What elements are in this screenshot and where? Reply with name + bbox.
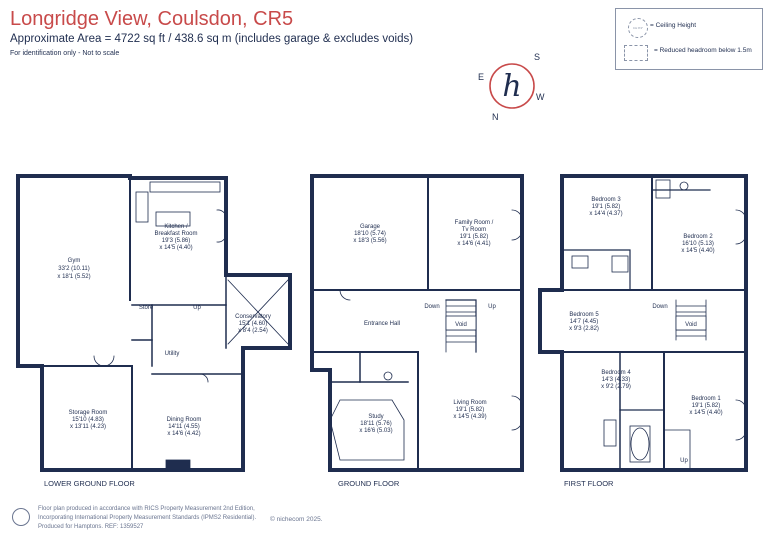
floor-label-lower: LOWER GROUND FLOOR xyxy=(44,479,135,488)
room-kitchen-dims2: x 14'5 (4.40) xyxy=(159,245,192,251)
room-study-dims: 18'11 (5.76) xyxy=(360,421,391,427)
stairs-down-ground: Down xyxy=(424,304,439,310)
room-dining-dims2: x 14'6 (4.42) xyxy=(167,431,200,437)
room-gym-name: Gym xyxy=(68,258,81,264)
first-floor-walls xyxy=(538,174,748,472)
room-living-dims: 19'1 (5.82) xyxy=(456,407,485,413)
room-bed4-name: Bedroom 4 xyxy=(601,370,631,376)
lower-ground-fixtures xyxy=(93,181,289,471)
compass-w: W xyxy=(536,92,545,102)
room-conservatory-name: Conservatory xyxy=(235,314,271,320)
room-bed1-name: Bedroom 1 xyxy=(691,396,721,402)
ground-floor-fixtures xyxy=(329,209,523,461)
legend-box: CH 8'4" = Ceiling Height = Reduced headr… xyxy=(615,8,763,70)
room-kitchen-name: Kitchen / xyxy=(164,224,188,230)
floor-label-ground: GROUND FLOOR xyxy=(338,479,400,488)
room-garage-dims: 18'10 (5.74) xyxy=(354,231,386,237)
area-summary: Approximate Area = 4722 sq ft / 438.6 sq… xyxy=(10,33,414,45)
room-study-dims2: x 16'6 (5.03) xyxy=(359,428,392,434)
room-family-name: Family Room / xyxy=(455,220,494,226)
room-conservatory-dims2: x 8'4 (2.54) xyxy=(238,328,268,334)
room-bed3-name: Bedroom 3 xyxy=(591,197,621,203)
room-gym-dims2: x 18'1 (5.52) xyxy=(57,274,90,280)
room-storage-dims: 15'10 (4.83) xyxy=(72,417,104,423)
compass-rose: h S E W N xyxy=(478,52,545,122)
room-void-first-name: Void xyxy=(685,322,697,328)
room-bed5-dims2: x 9'3 (2.82) xyxy=(569,326,599,332)
room-bed4-dims2: x 9'2 (2.79) xyxy=(601,384,631,390)
room-bed2-dims: 16'10 (5.13) xyxy=(682,241,714,247)
room-kitchen-dims: 19'3 (5.86) xyxy=(162,238,191,244)
room-bed1-dims2: x 14'5 (4.40) xyxy=(689,410,722,416)
room-storage-dims2: x 13'11 (4.23) xyxy=(70,424,106,430)
stairs-up-lower: Up xyxy=(193,305,201,311)
lower-ground-floor-walls xyxy=(16,174,292,472)
room-utility-name: Utility xyxy=(165,351,180,357)
ceiling-height-icon: CH 8'4" xyxy=(628,18,648,38)
compass-s: S xyxy=(534,52,540,62)
identification-note: For identification only - Not to scale xyxy=(10,50,120,57)
room-family-dims2: x 14'6 (4.41) xyxy=(457,241,490,247)
room-bed4-dims: 14'3 (4.33) xyxy=(602,377,631,383)
page-title: Longridge View, Coulsdon, CR5 xyxy=(10,8,294,30)
room-study-name: Study xyxy=(368,414,383,420)
room-garage-name: Garage xyxy=(360,224,381,230)
room-living-name: Living Room xyxy=(453,400,486,406)
legend-ceiling-label: = Ceiling Height xyxy=(650,22,697,29)
compass-ring xyxy=(489,63,535,109)
room-garage-dims2: x 18'3 (5.56) xyxy=(353,238,386,244)
stairs-up-first: Up xyxy=(680,458,688,464)
rics-logo-icon xyxy=(12,508,30,526)
first-floor-fixtures xyxy=(571,179,747,471)
room-void-ground-name: Void xyxy=(455,322,467,328)
room-living-dims2: x 14'5 (4.39) xyxy=(453,414,486,420)
room-bed5-dims: 14'7 (4.45) xyxy=(570,319,599,325)
room-bed5-name: Bedroom 5 xyxy=(569,312,599,318)
room-family-name2: Tv Room xyxy=(462,227,486,233)
room-hall-name: Entrance Hall xyxy=(364,321,400,327)
reduced-headroom-icon xyxy=(624,45,648,61)
footer-line-2: Incorporating International Property Mea… xyxy=(38,515,257,521)
footer-notes: Floor plan produced in accordance with R… xyxy=(38,505,278,532)
room-store-name: Store xyxy=(139,305,154,311)
room-bed3-dims: 19'1 (5.82) xyxy=(592,204,621,210)
room-gym-dims: 33'2 (10.11) xyxy=(58,266,89,272)
compass-e: E xyxy=(478,72,484,82)
room-bed1-dims: 19'1 (5.82) xyxy=(692,403,721,409)
room-kitchen-name2: Breakfast Room xyxy=(154,231,197,237)
room-bed2-dims2: x 14'5 (4.40) xyxy=(681,248,714,254)
floor-label-first: FIRST FLOOR xyxy=(564,479,614,488)
room-bed2-name: Bedroom 2 xyxy=(683,234,713,240)
compass-logo: h xyxy=(502,69,521,104)
room-bed3-dims2: x 14'4 (4.37) xyxy=(589,211,622,217)
room-dining-dims: 14'11 (4.55) xyxy=(168,424,199,430)
compass-n: N xyxy=(492,112,499,122)
room-dining-name: Dining Room xyxy=(167,417,202,423)
stairs-down-first: Down xyxy=(652,304,667,310)
room-storage-name: Storage Room xyxy=(69,410,108,416)
ground-floor-walls xyxy=(310,174,524,472)
room-family-dims: 19'1 (5.82) xyxy=(460,234,489,240)
stairs-up-ground: Up xyxy=(488,304,496,310)
legend-reduced-label: = Reduced headroom below 1.5m xyxy=(654,47,752,54)
footer-line-3: Produced for Hamptons. REF: 1359527 xyxy=(38,524,144,530)
room-conservatory-dims: 15'1 (4.60) xyxy=(239,321,268,327)
footer-line-1: Floor plan produced in accordance with R… xyxy=(38,506,255,512)
footer-brand: © nichecom 2025. xyxy=(270,516,323,523)
